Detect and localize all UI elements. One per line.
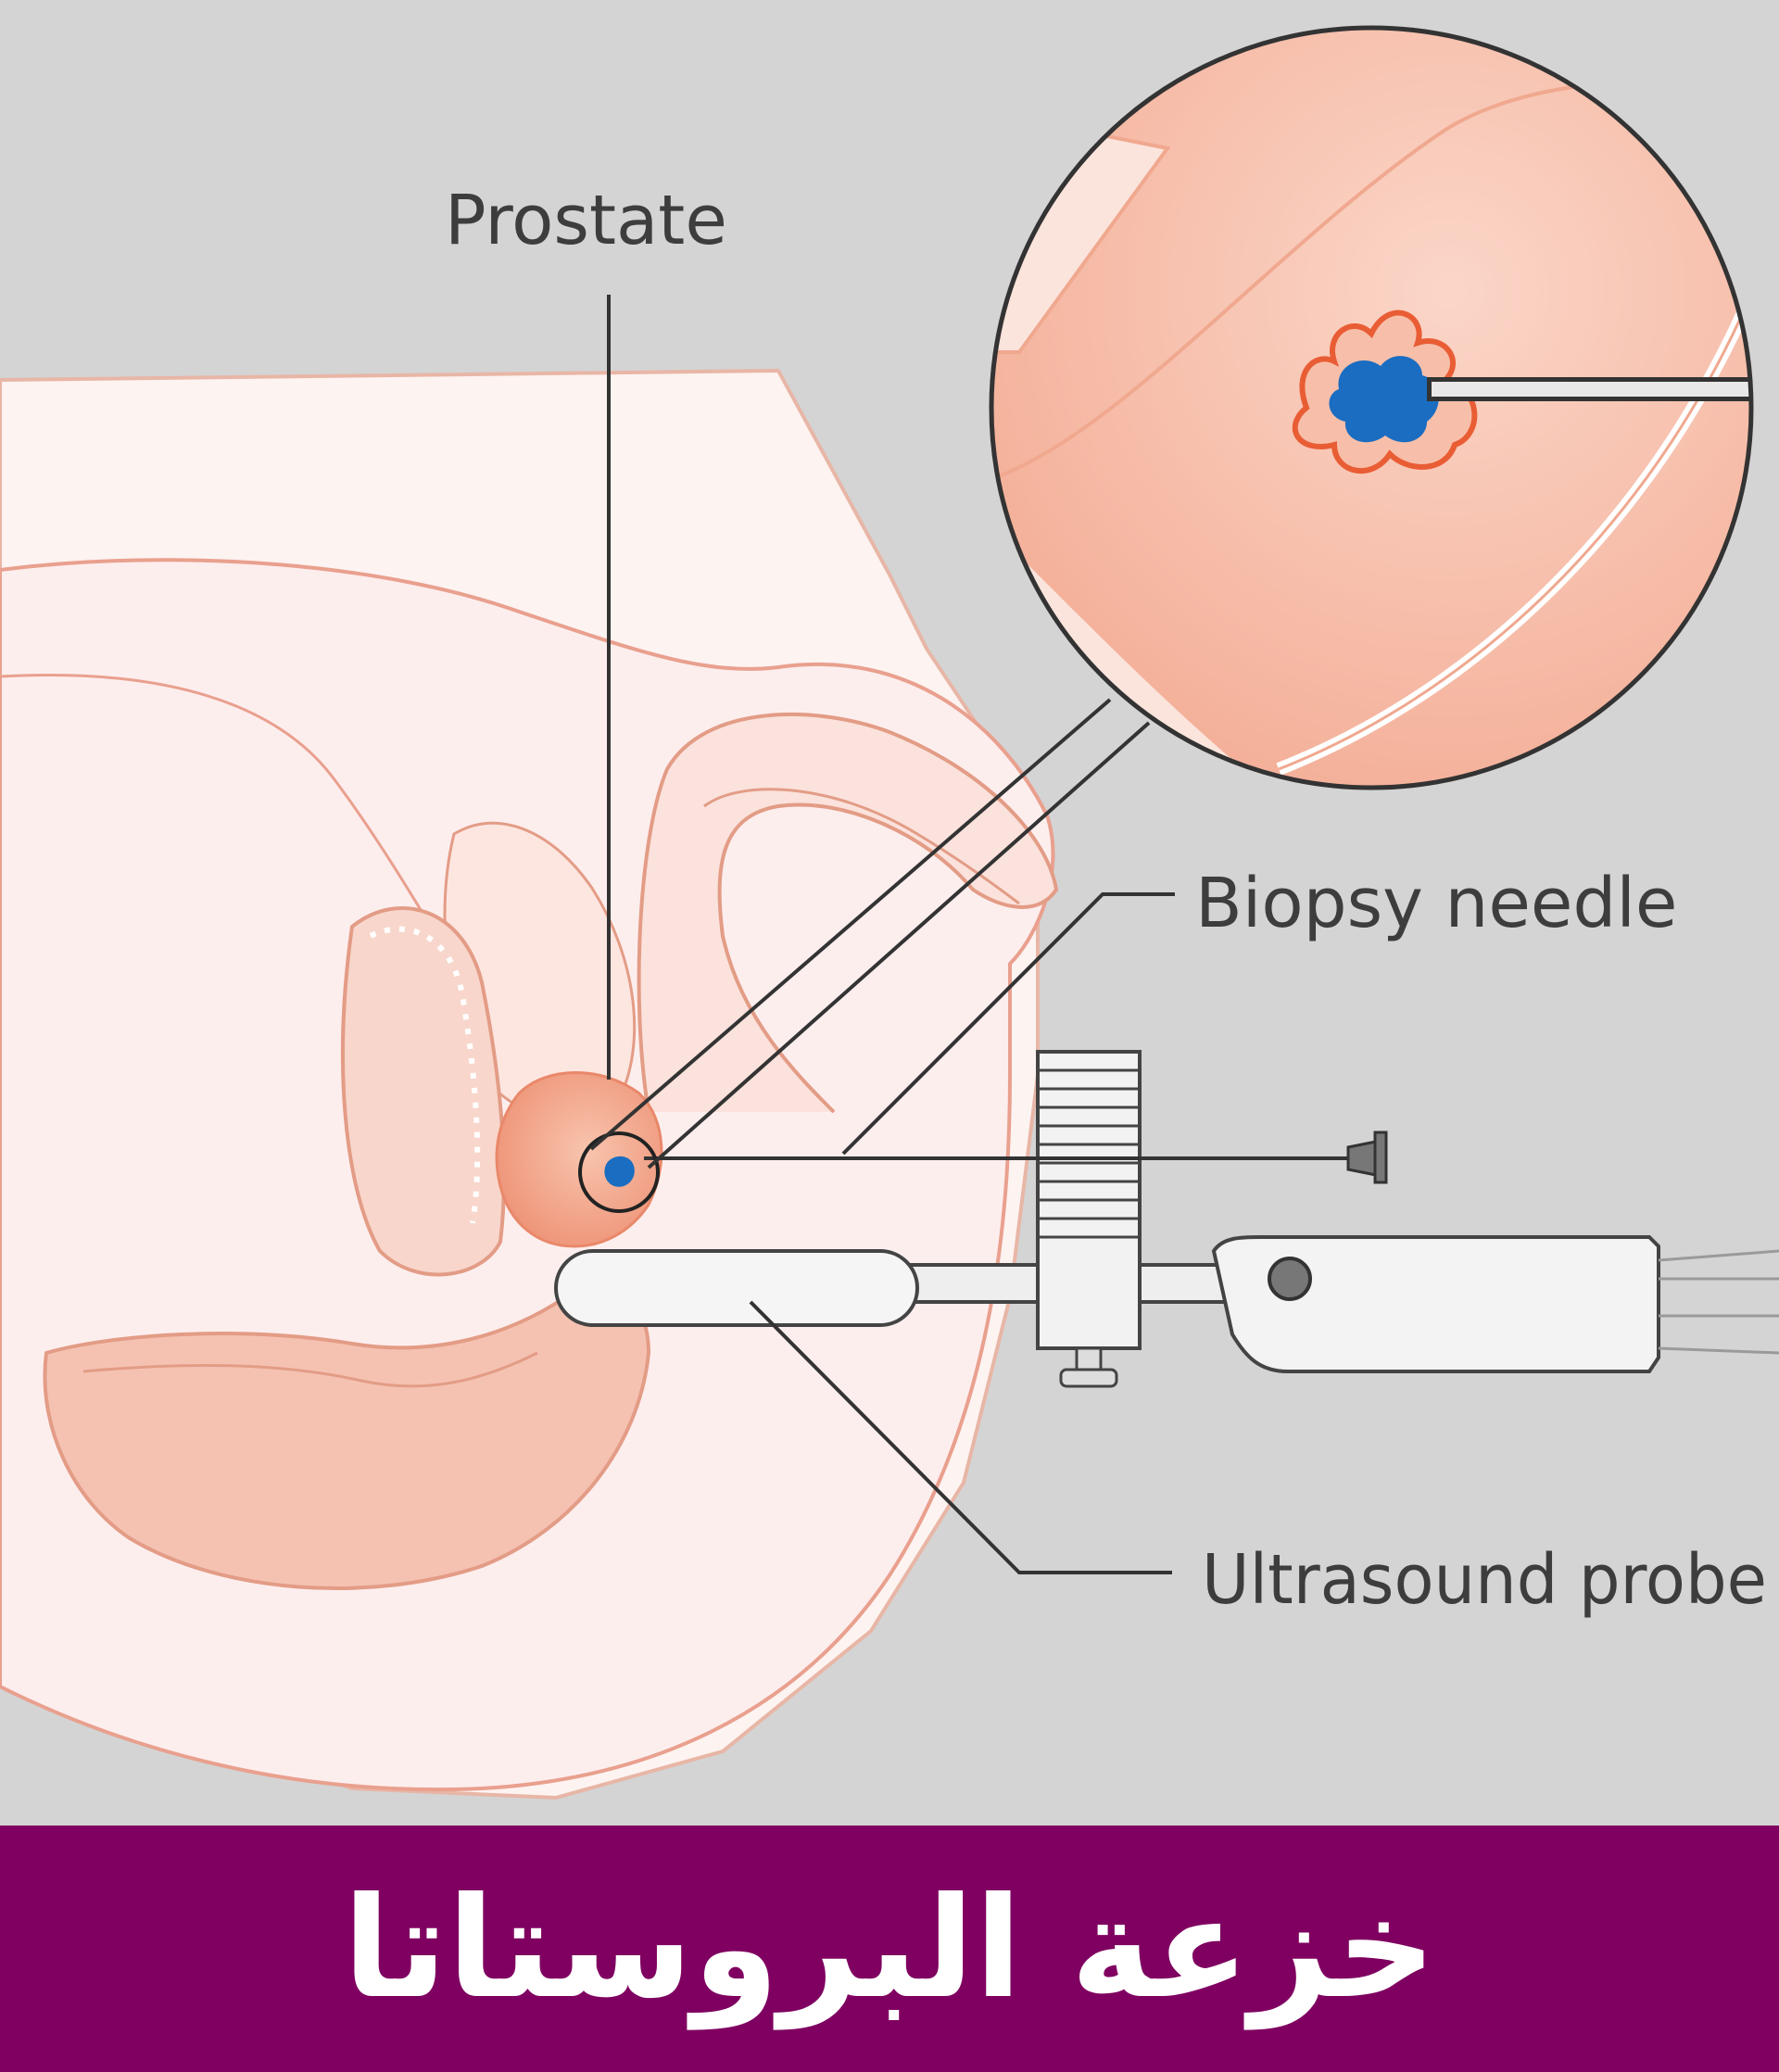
pelvis-cross-section (0, 368, 1059, 1800)
guide-knob (1059, 1368, 1118, 1388)
prostate-gland (495, 1071, 663, 1248)
needle-cap (1373, 1131, 1388, 1184)
lower-gland-inner (82, 1351, 538, 1388)
ultrasound-probe (554, 1050, 1779, 1388)
banner-title: خزعة البروستاتا (342, 1868, 1437, 2029)
zoom-connector-left (589, 698, 1112, 1151)
prostate-label: Prostate (445, 181, 727, 260)
bladder-inner (703, 788, 1020, 905)
ultrasound-probe-label: Ultrasound probe (1202, 1540, 1767, 1620)
zoom-connector-right (647, 721, 1151, 1169)
probe-tip (554, 1249, 919, 1327)
prostate-biopsy-diagram: Prostate Biopsy needle Ultrasound probe (0, 25, 1779, 1800)
ultrasound-probe-leader-line (749, 1300, 1172, 1574)
biopsy-needle-leader-line (841, 892, 1175, 1156)
magnified-view (989, 25, 1754, 790)
probe-handle (1211, 1235, 1660, 1373)
probe-cable-ends (1658, 1249, 1779, 1355)
biopsy-needle (644, 1131, 1388, 1184)
title-banner: خزعة البروستاتا (0, 1826, 1779, 2072)
rectum-inner (369, 926, 481, 1224)
zoom-lesion (1329, 356, 1439, 443)
probe-button (1268, 1257, 1312, 1301)
target-lesion (604, 1156, 635, 1187)
bladder-fold (637, 712, 1059, 1114)
lower-gland (43, 1284, 651, 1590)
magnified-circle-border (989, 25, 1754, 790)
needle-guide-ribs (1038, 1068, 1140, 1239)
target-ring (578, 1131, 660, 1213)
needle-plunger (1346, 1140, 1378, 1177)
guide-knob-stem (1075, 1346, 1103, 1373)
biopsy-needle-label: Biopsy needle (1195, 864, 1677, 943)
